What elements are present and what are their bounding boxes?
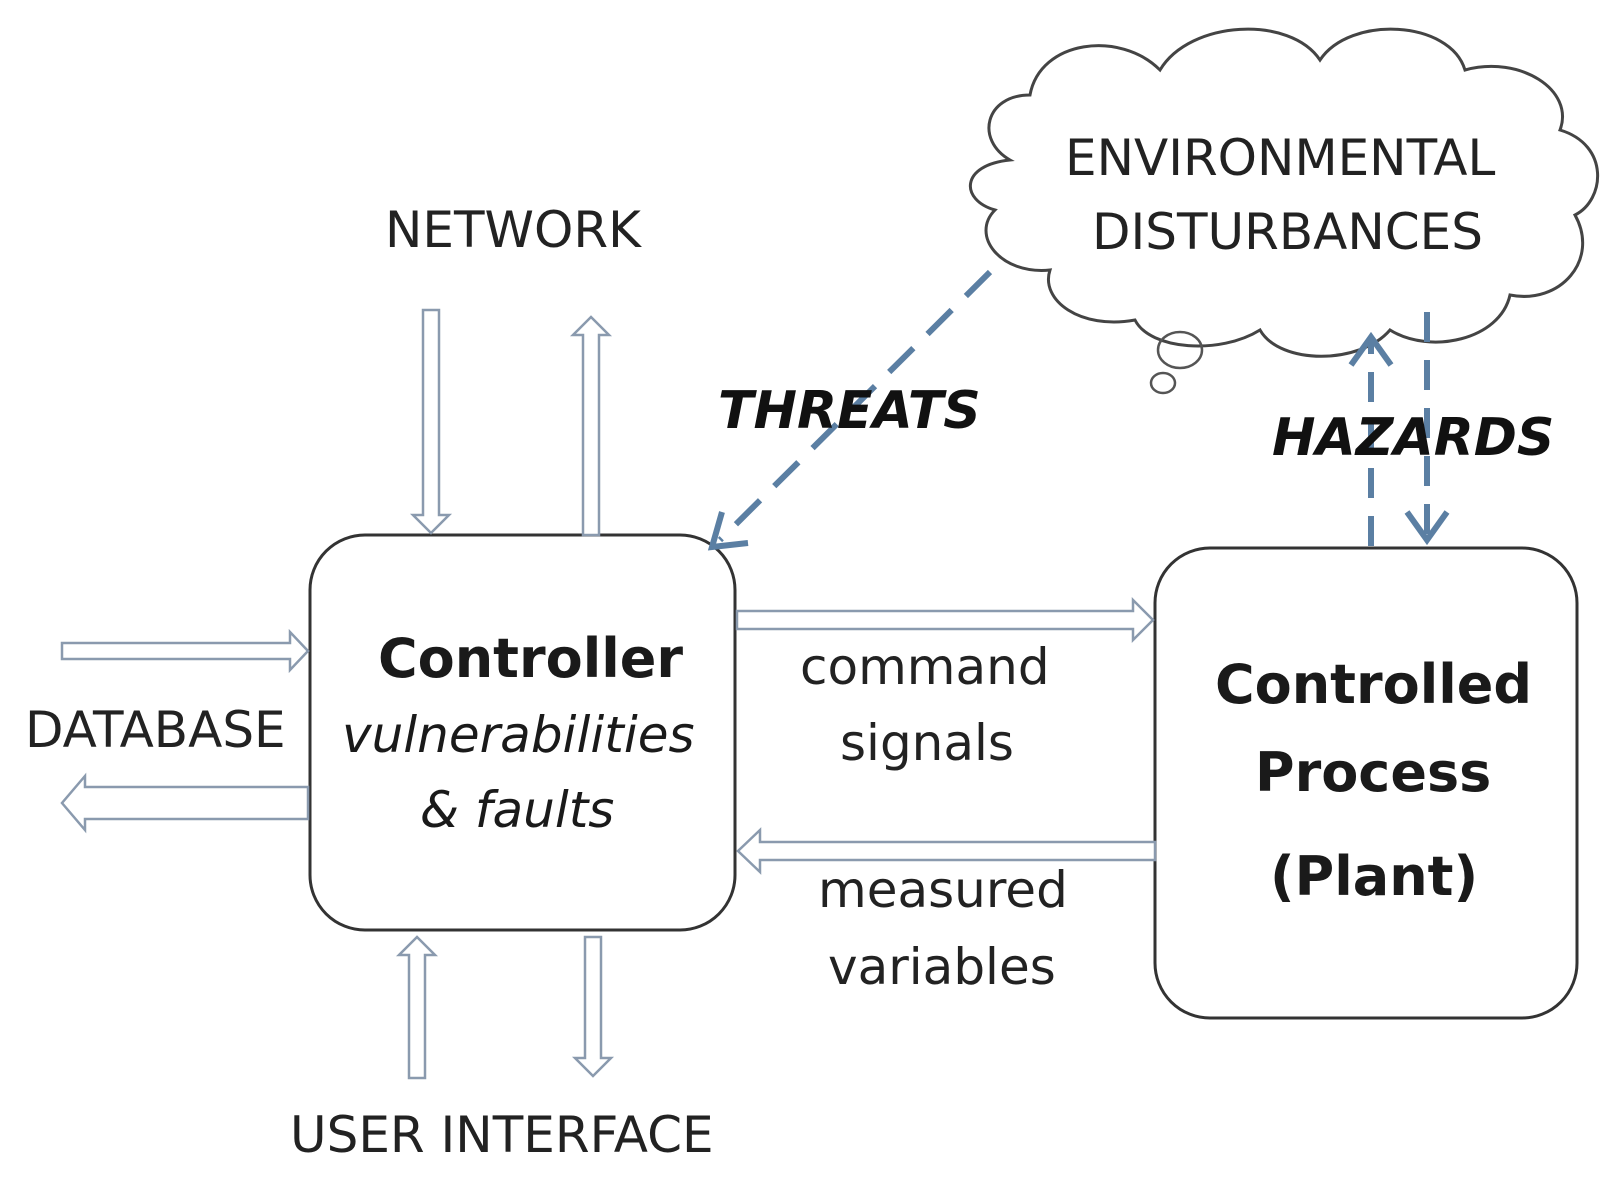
controller-title: Controller (378, 627, 683, 690)
database-out-arrow (60, 772, 310, 834)
database-in-arrow (60, 628, 310, 674)
cloud-tail-small (1149, 371, 1177, 395)
process-line1: Controlled (1215, 653, 1533, 716)
process-line2: Process (1255, 741, 1492, 804)
network-in-arrow (409, 308, 453, 535)
measured-label-line2: variables (828, 938, 1056, 996)
network-out-arrow (569, 315, 613, 537)
environment-label-line2: DISTURBANCES (1092, 203, 1484, 261)
network-label: NETWORK (385, 201, 641, 259)
command-label-line1: command (800, 638, 1050, 696)
threats-dashed-arrow (717, 269, 993, 543)
process-line3: (Plant) (1270, 845, 1479, 908)
measured-variables-arrow (736, 827, 1157, 875)
hazards-up-arrow-head (1348, 331, 1394, 367)
threats-arrow-head (707, 511, 749, 551)
hazards-down-arrow-head (1404, 510, 1450, 546)
environment-label-line1: ENVIRONMENTAL (1065, 129, 1496, 187)
controller-subtitle-line2: & faults (420, 781, 615, 839)
process-box (1153, 546, 1579, 1020)
controller-box (308, 533, 737, 932)
command-signals-arrow (735, 596, 1155, 644)
user-interface-label: USER INTERFACE (290, 1106, 714, 1164)
environment-cloud (969, 27, 1599, 358)
hazards-label: HAZARDS (1272, 408, 1555, 468)
command-label-line2: signals (840, 714, 1014, 772)
cloud-tail-large (1156, 330, 1204, 370)
ui-in-arrow (395, 935, 439, 1080)
database-label: DATABASE (25, 701, 286, 759)
ui-out-arrow (571, 935, 615, 1078)
controller-subtitle-line1: vulnerabilities (342, 706, 695, 764)
measured-label-line1: measured (818, 861, 1068, 919)
threats-label: THREATS (718, 381, 981, 441)
